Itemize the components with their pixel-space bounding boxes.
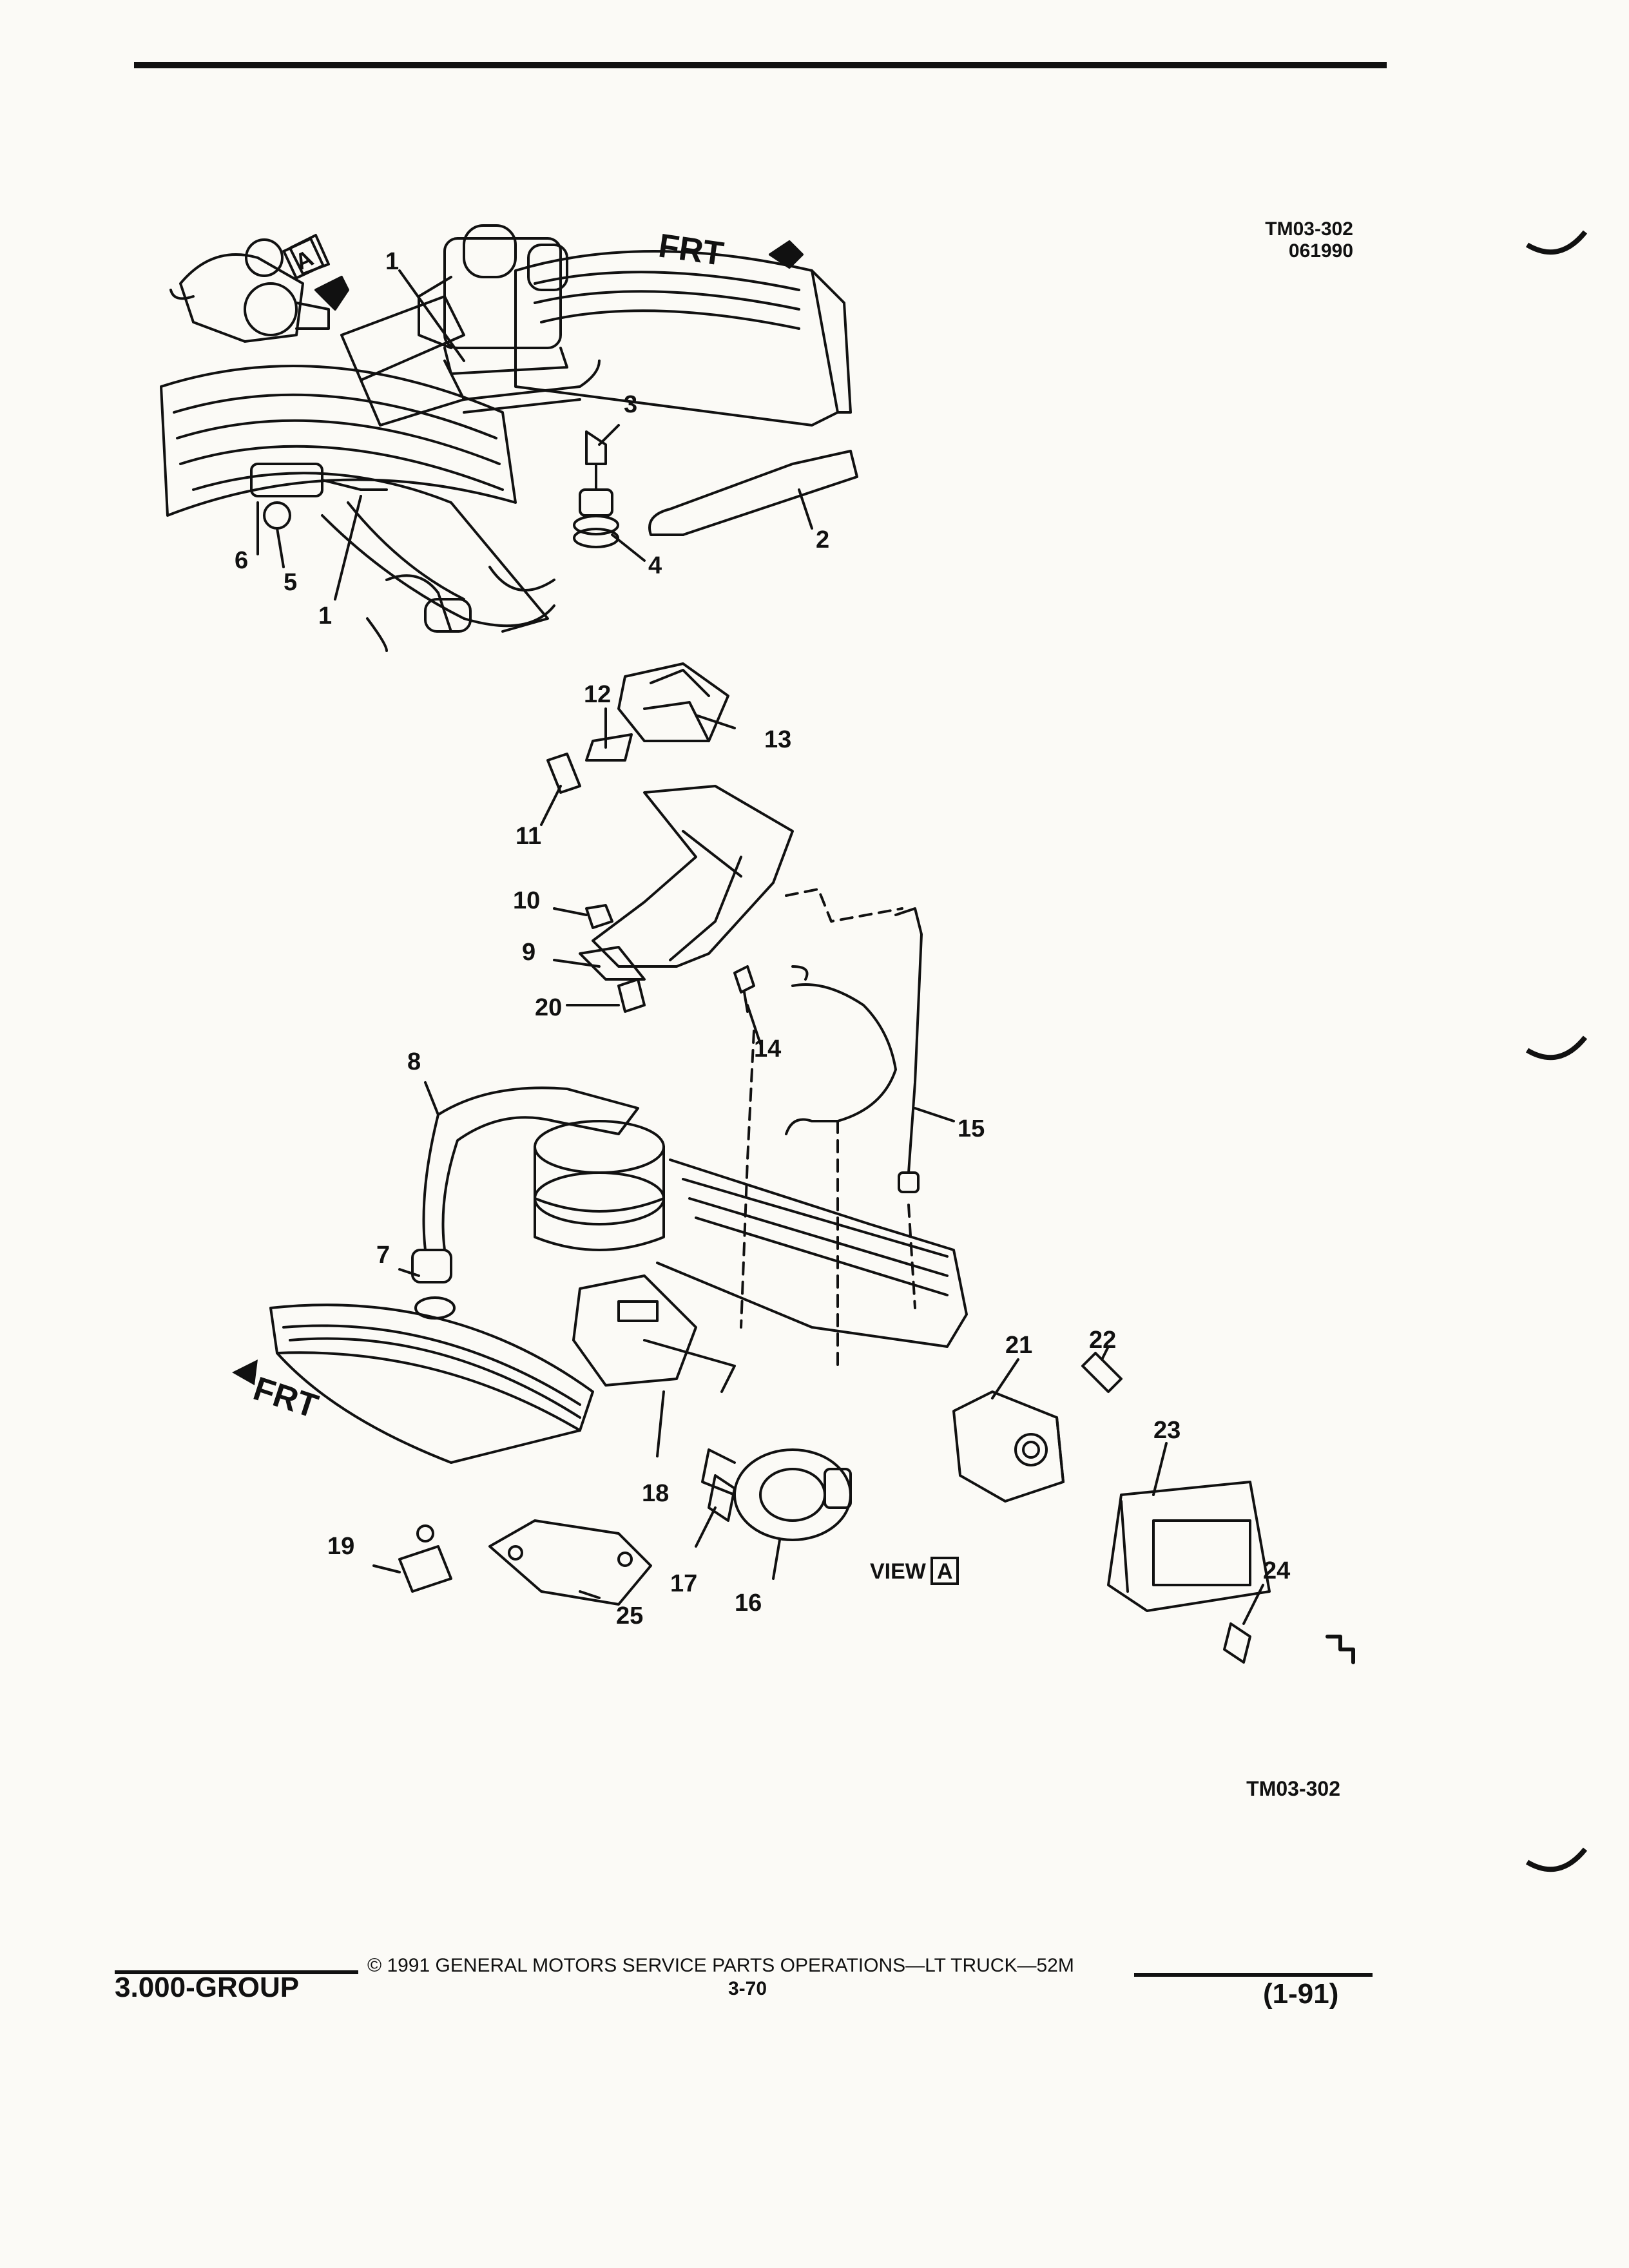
callout-15: 15 — [958, 1115, 985, 1142]
callout-21: 21 — [1005, 1332, 1032, 1359]
callout-9: 9 — [522, 939, 535, 966]
figure-ref-date: 061990 — [1288, 240, 1353, 262]
callout-1-bottom: 1 — [318, 602, 332, 629]
callout-23: 23 — [1153, 1417, 1181, 1444]
callout-14: 14 — [754, 1035, 781, 1062]
frt-arrow-bottom-icon — [232, 1360, 258, 1385]
callout-2: 2 — [816, 526, 829, 553]
callout-18: 18 — [642, 1480, 669, 1507]
callout-20: 20 — [535, 994, 562, 1021]
callout-3: 3 — [624, 391, 637, 418]
callout-17: 17 — [670, 1570, 697, 1597]
callout-10: 10 — [513, 887, 540, 914]
footer-date: (1-91) — [1263, 1978, 1339, 2010]
callout-13: 13 — [764, 726, 791, 753]
footer-group: 3.000-GROUP — [115, 1972, 300, 2003]
view-letter: A — [937, 1559, 953, 1584]
callout-22: 22 — [1089, 1327, 1116, 1354]
figure-ref-code: TM03-302 — [1265, 218, 1353, 240]
callout-1-top: 1 — [385, 248, 399, 275]
footer-page-number: 3-70 — [728, 1978, 767, 1999]
callout-5: 5 — [284, 569, 297, 596]
view-label: VIEW — [870, 1559, 927, 1584]
top-rule — [134, 62, 1387, 68]
callout-8: 8 — [407, 1048, 421, 1075]
frt-label-top: FRT — [656, 227, 726, 273]
callout-19: 19 — [327, 1533, 354, 1560]
callout-6: 6 — [235, 547, 248, 574]
footer-right-rule — [1134, 1973, 1373, 1977]
footer-copyright: © 1991 GENERAL MOTORS SERVICE PARTS OPER… — [367, 1955, 1074, 1976]
callout-25: 25 — [616, 1602, 643, 1629]
callout-4: 4 — [648, 552, 662, 579]
footer-group-rule — [115, 1970, 358, 1974]
callout-7: 7 — [376, 1242, 390, 1269]
frt-label-bottom: FRT — [249, 1370, 322, 1425]
callout-11: 11 — [516, 823, 541, 850]
callout-24: 24 — [1263, 1557, 1290, 1584]
bottom-figure-ref: TM03-302 — [1246, 1777, 1340, 1800]
callout-16: 16 — [735, 1590, 762, 1617]
binder-marks — [1525, 230, 1588, 1872]
callout-12: 12 — [584, 681, 611, 708]
